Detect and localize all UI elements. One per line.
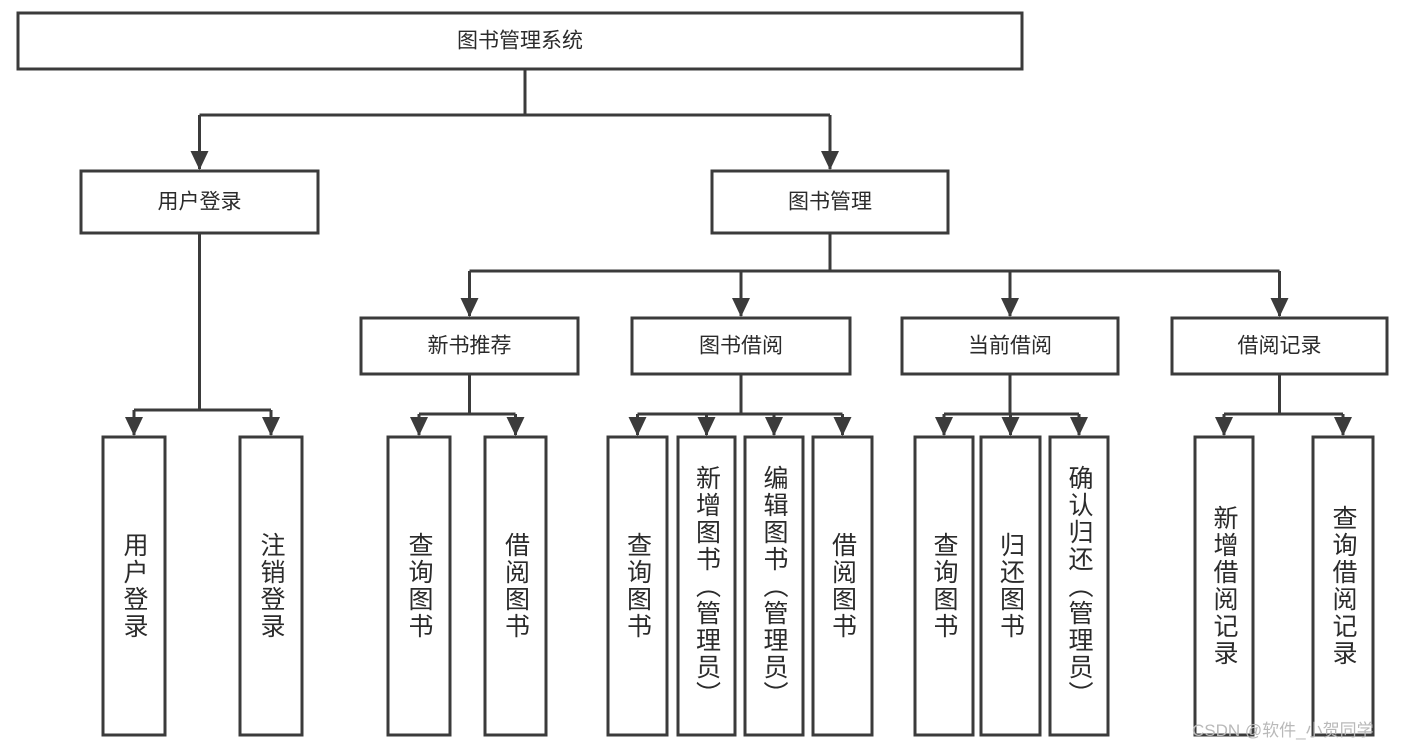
node-leaf-query-book-3-rect[interactable] bbox=[913, 435, 975, 737]
arrow-head-icon-leaf-add-book bbox=[697, 417, 716, 436]
arrow-head-icon-book-manage bbox=[821, 151, 839, 170]
node-leaf-user-login-rect[interactable] bbox=[101, 435, 167, 737]
node-leaf-query-record-rect[interactable] bbox=[1311, 435, 1375, 737]
node-book-manage[interactable]: 图书管理 bbox=[710, 169, 950, 235]
node-borrow-record-rect[interactable] bbox=[1170, 316, 1389, 376]
arrow-head-icon-leaf-query-record bbox=[1334, 417, 1352, 436]
node-new-book-recommend-label: 新书推荐 bbox=[428, 335, 512, 358]
node-root-rect[interactable] bbox=[16, 11, 1024, 71]
arrow-head-icon-leaf-borrow-book-2 bbox=[833, 417, 852, 436]
node-book-manage-rect[interactable] bbox=[710, 169, 950, 235]
connector-edges bbox=[125, 69, 1352, 436]
arrow-head-icon-leaf-query-book-3 bbox=[935, 417, 953, 436]
arrow-head-icon-leaf-edit-book bbox=[765, 417, 783, 436]
arrow-head-icon-leaf-add-record bbox=[1215, 417, 1233, 436]
node-book-borrow-rect[interactable] bbox=[630, 316, 852, 376]
node-leaf-edit-book-rect[interactable] bbox=[743, 435, 805, 737]
node-root[interactable]: 图书管理系统 bbox=[16, 11, 1024, 71]
node-book-manage-label: 图书管理 bbox=[788, 191, 872, 214]
arrow-head-icon-borrow-record bbox=[1270, 298, 1289, 317]
node-leaf-query-book-1-rect[interactable] bbox=[386, 435, 452, 737]
node-book-borrow-label: 图书借阅 bbox=[699, 335, 783, 358]
node-root-label: 图书管理系统 bbox=[457, 30, 583, 53]
node-leaf-confirm-return-rect[interactable] bbox=[1048, 435, 1110, 737]
node-new-book-recommend-rect[interactable] bbox=[359, 316, 580, 376]
arrow-head-icon-leaf-borrow-book-1 bbox=[506, 417, 525, 436]
arrow-head-icon-leaf-return-book bbox=[1001, 417, 1020, 436]
node-leaf-add-record-rect[interactable] bbox=[1193, 435, 1255, 737]
arrow-head-icon-leaf-logout bbox=[262, 417, 280, 436]
node-current-borrow-rect[interactable] bbox=[900, 316, 1120, 376]
node-book-borrow[interactable]: 图书借阅 bbox=[630, 316, 852, 376]
arrow-head-icon-book-borrow bbox=[732, 298, 750, 317]
arrow-head-icon-leaf-user-login bbox=[125, 417, 143, 436]
node-current-borrow[interactable]: 当前借阅 bbox=[900, 316, 1120, 376]
node-user-login-rect[interactable] bbox=[79, 169, 320, 235]
arrow-head-icon-user-login bbox=[190, 151, 209, 170]
arrow-head-icon-leaf-query-book-2 bbox=[628, 417, 647, 436]
node-leaf-borrow-book-2-rect[interactable] bbox=[811, 435, 874, 737]
node-leaf-logout-rect[interactable] bbox=[238, 435, 304, 737]
node-leaf-borrow-book-1-rect[interactable] bbox=[483, 435, 548, 737]
arrow-head-icon-leaf-query-book-1 bbox=[410, 417, 428, 436]
node-leaf-query-book-2-rect[interactable] bbox=[606, 435, 669, 737]
node-borrow-record-label: 借阅记录 bbox=[1238, 335, 1322, 358]
csdn-watermark: CSDN @软件_小贺同学 bbox=[1192, 721, 1374, 740]
node-leaf-add-book-rect[interactable] bbox=[676, 435, 737, 737]
node-current-borrow-label: 当前借阅 bbox=[968, 335, 1052, 358]
arrow-head-icon-new-book-recommend bbox=[460, 298, 479, 317]
node-user-login[interactable]: 用户登录 bbox=[79, 169, 320, 235]
node-leaf-return-book-rect[interactable] bbox=[979, 435, 1042, 737]
arrow-head-icon-current-borrow bbox=[1001, 298, 1019, 317]
node-new-book-recommend[interactable]: 新书推荐 bbox=[359, 316, 580, 376]
node-user-login-label: 用户登录 bbox=[158, 191, 242, 214]
node-borrow-record[interactable]: 借阅记录 bbox=[1170, 316, 1389, 376]
arrow-head-icon-leaf-confirm-return bbox=[1070, 417, 1088, 436]
